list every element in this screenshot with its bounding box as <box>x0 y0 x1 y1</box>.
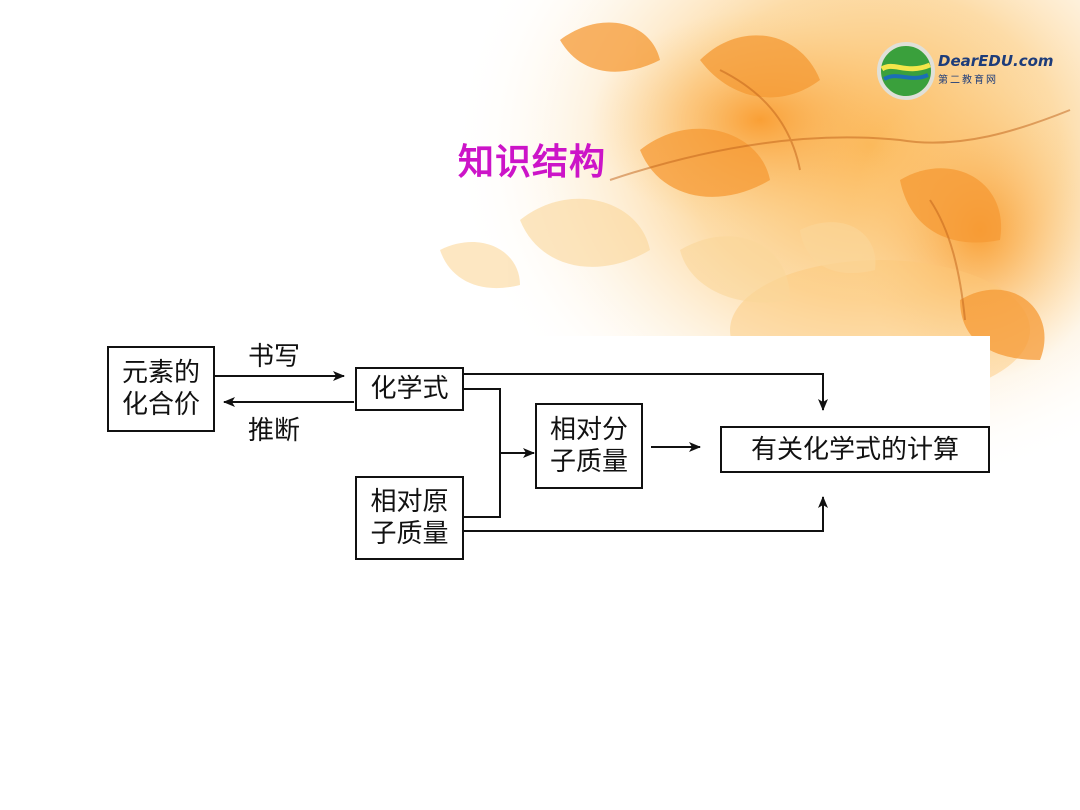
logo: DearEDU.com 第二教育网 <box>876 41 1066 101</box>
node-relative-molecular-mass: 相对分 子质量 <box>535 403 643 489</box>
atomic-to-calc-line <box>463 496 828 532</box>
edge-label-write: 书写 <box>248 342 301 372</box>
node-relative-atomic-mass-line1: 相对原 <box>370 487 449 517</box>
node-relative-atomic-mass-line2: 子质量 <box>370 519 449 549</box>
formula-to-merge-line <box>463 388 501 518</box>
slide-title: 知识结构 <box>458 142 607 183</box>
logo-brand: DearEDU.com <box>938 52 1054 70</box>
node-chemical-formula-label: 化学式 <box>370 374 449 404</box>
node-relative-molecular-mass-line1: 相对分 <box>549 415 628 445</box>
globe-icon <box>877 42 935 100</box>
edge-label-infer: 推断 <box>248 416 301 446</box>
node-element-valence: 元素的 化合价 <box>107 346 215 432</box>
node-formula-calculation-label: 有关化学式的计算 <box>750 434 959 465</box>
node-relative-molecular-mass-line2: 子质量 <box>549 447 628 477</box>
node-element-valence-line2: 化合价 <box>121 390 200 420</box>
node-chemical-formula: 化学式 <box>355 367 464 411</box>
node-element-valence-line1: 元素的 <box>121 358 200 388</box>
node-relative-atomic-mass: 相对原 子质量 <box>355 476 464 560</box>
formula-to-calc-line <box>463 373 828 411</box>
logo-subtitle: 第二教育网 <box>938 75 998 86</box>
node-formula-calculation: 有关化学式的计算 <box>720 426 990 473</box>
